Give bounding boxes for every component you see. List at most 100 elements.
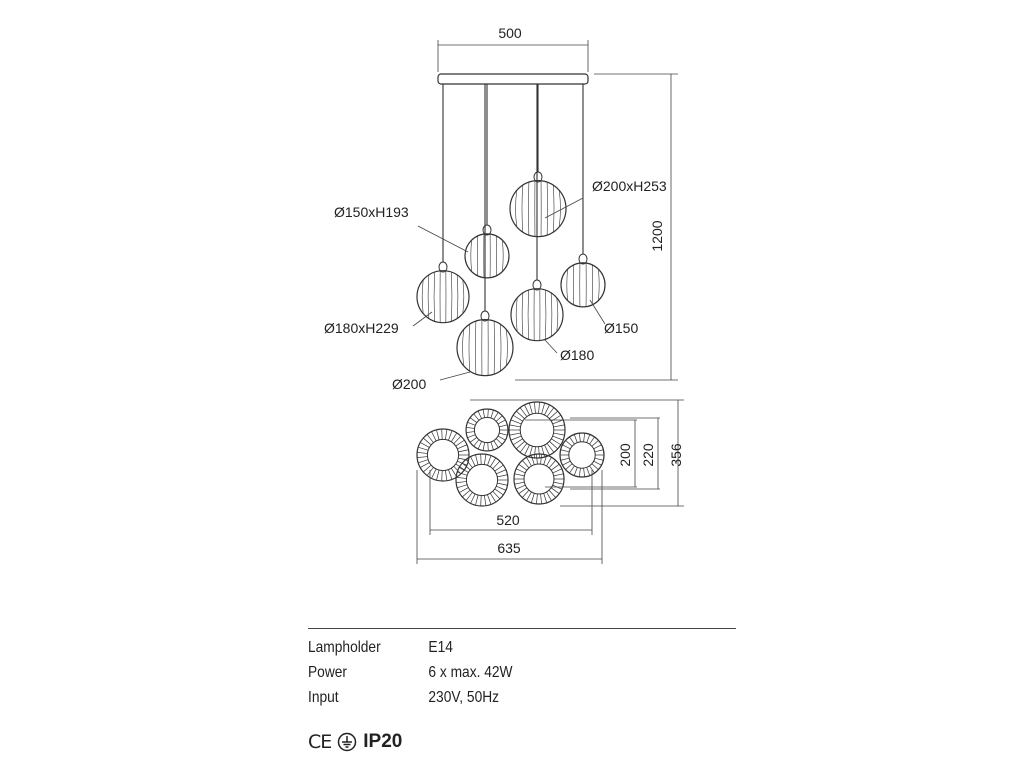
- shade-rib: [456, 275, 459, 319]
- plan-rib: [529, 402, 533, 414]
- plan-rib: [445, 429, 448, 440]
- certification-marks: CE IP20: [308, 731, 402, 753]
- plan-rib: [455, 439, 465, 447]
- plan-rib: [418, 459, 429, 464]
- plan-rib: [496, 485, 507, 491]
- shade-neck: [482, 224, 492, 236]
- shade-rib: [556, 298, 559, 332]
- plan-rib: [480, 454, 482, 465]
- shade-200x253-label: Ø200xH253: [592, 178, 667, 194]
- plan-rib: [467, 434, 476, 439]
- plan-rib: [548, 460, 556, 469]
- spec-label: Lampholder: [308, 638, 381, 656]
- plan-rib: [484, 454, 487, 465]
- plan-rib: [552, 435, 564, 441]
- shade-rib: [506, 329, 508, 366]
- shade-neck: [532, 279, 542, 291]
- plan-rib: [423, 437, 432, 446]
- plan-rib: [484, 495, 487, 506]
- plan-rib: [477, 410, 482, 419]
- plan-rib: [534, 402, 536, 414]
- plan-rib: [569, 465, 575, 474]
- plan-rib: [516, 410, 525, 419]
- plan-rib: [494, 464, 504, 472]
- plan-shade-mid-right: [513, 453, 565, 505]
- plan-inner-ring: [465, 463, 499, 497]
- plan-rib: [526, 491, 532, 501]
- leader-line: [439, 371, 471, 381]
- plan-shade-small-right: [559, 432, 605, 478]
- plan-rib: [462, 489, 471, 498]
- spec-row-input: Input 230V, 50Hz: [308, 685, 676, 710]
- plan-shade-bottom: [455, 453, 509, 507]
- plan-rib: [457, 471, 468, 476]
- plan-rib: [420, 442, 430, 448]
- shade-180-label: Ø180: [560, 347, 594, 363]
- plan-shade-top-right: [508, 401, 566, 459]
- shade-neck: [480, 310, 490, 322]
- plan-rib: [441, 470, 443, 481]
- plan-rib: [459, 467, 469, 473]
- plan-rib: [450, 432, 458, 442]
- plan-view: [416, 401, 605, 507]
- plan-rib: [477, 441, 482, 450]
- plan-rib: [495, 415, 503, 422]
- shade-mid-right: [510, 279, 564, 342]
- plan-rib: [492, 491, 501, 500]
- plan-rib: [490, 441, 494, 451]
- plan-rib: [480, 495, 482, 506]
- shade-upper-left: [464, 224, 510, 279]
- plan-rib: [457, 484, 468, 489]
- plan-rib: [465, 492, 473, 501]
- plan-rib: [560, 457, 570, 461]
- plan-rib: [553, 424, 565, 428]
- plan-rib: [489, 457, 497, 467]
- plan-rib: [519, 407, 528, 417]
- plan-rib: [418, 446, 429, 451]
- spec-row-lampholder: Lampholder E14: [308, 635, 676, 660]
- shade-globe: [464, 233, 510, 279]
- leader-line: [589, 299, 606, 325]
- plan-rib: [513, 414, 523, 422]
- leader-line: [544, 197, 584, 219]
- spec-label: Power: [308, 663, 348, 681]
- spec-value: 230V, 50Hz: [428, 688, 500, 706]
- plan-rib: [475, 454, 479, 465]
- shade-200-label: Ø200: [392, 376, 426, 392]
- plan-rib: [560, 449, 570, 453]
- plan-rib: [553, 481, 564, 485]
- plan-rib: [594, 457, 604, 461]
- shade-rib: [470, 240, 472, 272]
- shade-rib: [515, 190, 517, 227]
- plan-rib: [536, 493, 538, 504]
- plan-rib: [591, 440, 599, 447]
- plan-rib: [487, 494, 492, 505]
- plan-rib: [586, 434, 591, 443]
- plan-rib: [516, 468, 526, 474]
- shade-globe: [416, 270, 470, 324]
- plan-rib: [519, 443, 528, 453]
- shade-rib: [499, 324, 502, 371]
- shade-rib: [521, 293, 524, 337]
- plan-rib: [417, 456, 428, 458]
- plan-rib: [544, 444, 550, 456]
- shade-rib: [462, 280, 465, 314]
- shade-globe: [560, 262, 606, 308]
- plan-rib: [573, 467, 578, 476]
- plan-rib: [423, 464, 432, 473]
- shade-rib: [521, 185, 524, 232]
- plan-rib: [509, 424, 521, 428]
- plan-rib: [549, 441, 558, 450]
- shade-globe: [456, 319, 514, 377]
- plan-rib: [490, 409, 494, 419]
- shade-rib: [421, 280, 424, 314]
- shade-rib: [502, 240, 504, 272]
- spec-value: E14: [428, 638, 453, 656]
- plan-rib: [583, 433, 585, 442]
- shade-small-right: [560, 253, 606, 308]
- spec-value: 6 x max. 42W: [428, 663, 513, 681]
- plan-rib: [516, 484, 526, 490]
- plan-rib: [448, 430, 453, 441]
- leader-line: [544, 339, 558, 354]
- shade-rib: [566, 269, 568, 301]
